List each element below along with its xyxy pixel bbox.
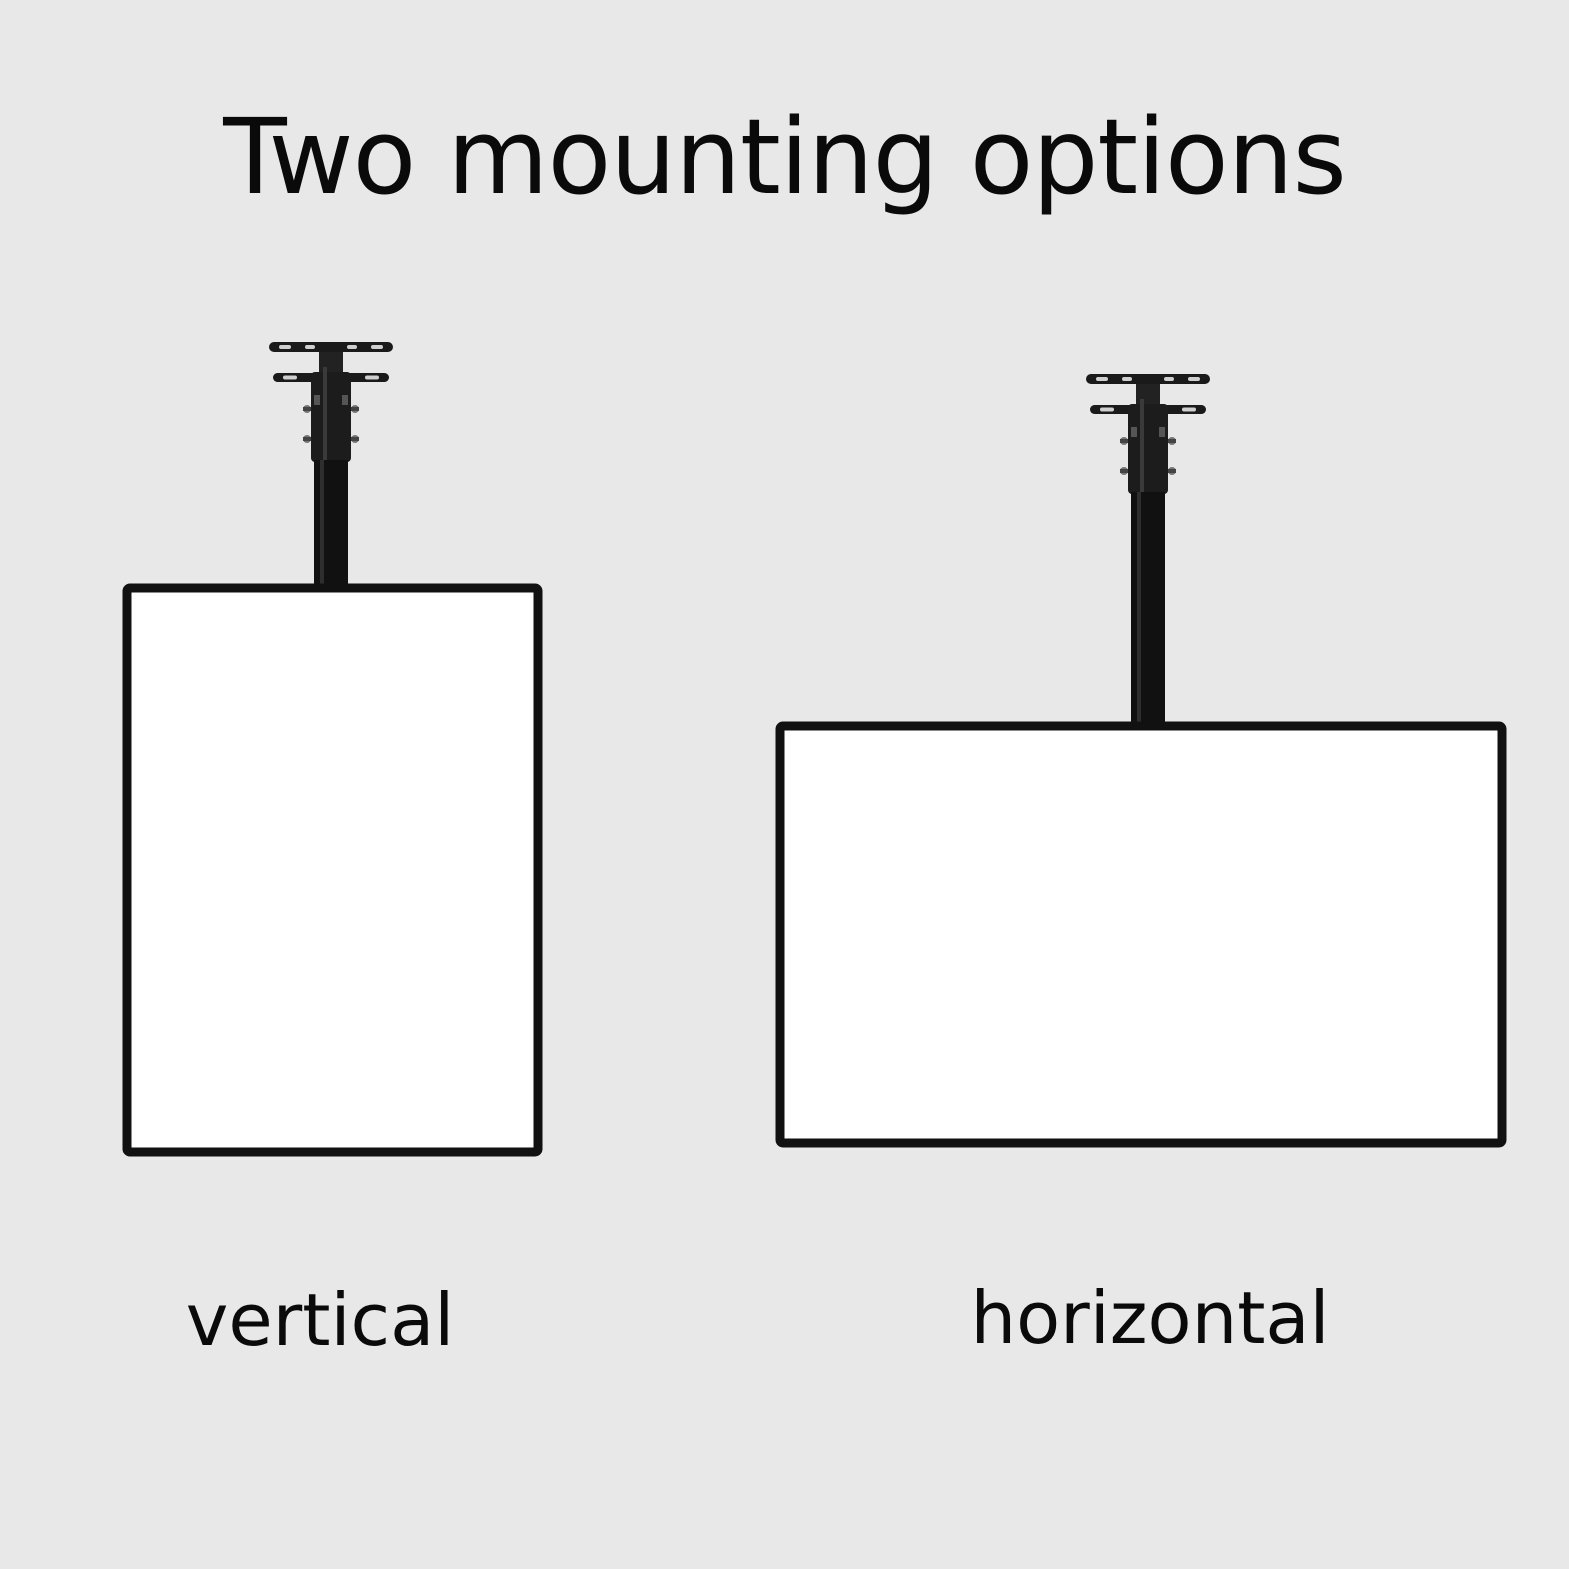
mount-pole [1131, 492, 1165, 724]
mount-pole [314, 460, 348, 588]
vertical-label: vertical [185, 1278, 455, 1362]
vertical-screen-frame [122, 583, 543, 1157]
page-title: Two mounting options [223, 96, 1347, 218]
ceiling-mount-bracket-icon [1086, 374, 1210, 494]
horizontal-label: horizontal [970, 1276, 1330, 1360]
ceiling-mount-bracket-icon [269, 342, 393, 462]
horizontal-mount [775, 374, 1507, 1148]
vertical-mount [122, 342, 543, 1157]
horizontal-screen-frame [775, 721, 1507, 1148]
